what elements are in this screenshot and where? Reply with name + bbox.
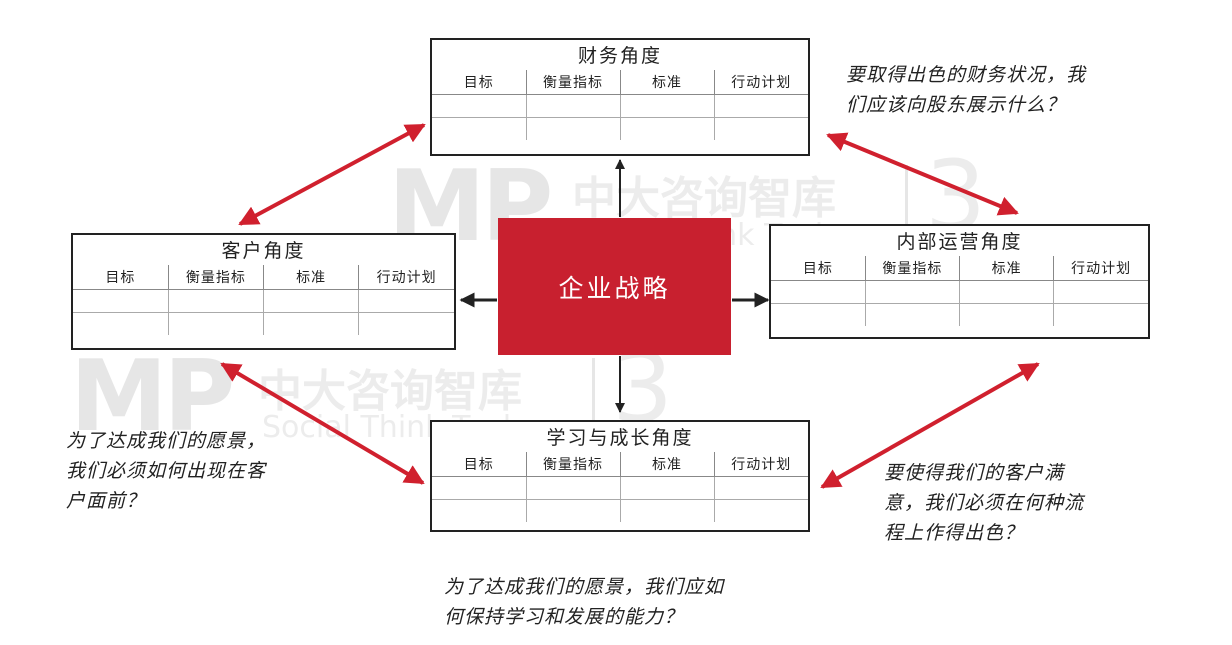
customer-cell [168,312,265,335]
internal-cell [771,303,866,326]
customer-col-measure: 衡量指标 [168,265,265,290]
internal-col-action: 行动计划 [1053,256,1148,281]
internal-cell [865,303,961,326]
customer-cell [359,313,454,336]
internal-cell [959,280,1055,304]
learning-cell [620,476,715,500]
learning-col-standard: 标准 [620,452,715,477]
internal-cell [1053,280,1148,304]
watermark-divider-lower [592,358,595,430]
learning-perspective-box: 学习与成长角度 目标 衡量指标 标准 行动计划 [430,420,810,532]
internal-col-goal: 目标 [771,256,866,281]
internal-cell [1054,304,1148,327]
internal-cell [771,280,866,304]
customer-cell [168,289,265,313]
arrow-finance-customer [238,123,426,226]
learning-cell [714,476,808,500]
finance-col-goal: 目标 [432,70,527,95]
finance-cell [714,118,808,141]
finance-box-title: 财务角度 [577,45,662,67]
learning-col-action: 行动计划 [714,452,808,477]
arrow-finance-internal [826,132,1019,216]
arrow-customer-learning [220,362,425,485]
learning-col-goal: 目标 [432,452,527,477]
finance-cell [432,117,527,140]
finance-cell [714,94,808,118]
learning-cell [526,499,621,522]
finance-perspective-box: 财务角度 目标 衡量指标 标准 行动计划 [430,38,810,156]
learning-col-measure: 衡量指标 [526,452,621,477]
internal-question: 要使得我们的客户满 意，我们必须在何种流 程上作得出色？ [884,462,1085,544]
internal-col-standard: 标准 [959,256,1055,281]
customer-col-action: 行动计划 [358,265,454,290]
customer-table: 目标 衡量指标 标准 行动计划 [73,265,454,335]
learning-cell [714,500,808,523]
watermark-company-upper: 中大咨询智库 [572,173,836,224]
customer-cell [73,312,169,335]
learning-cell [432,476,527,500]
internal-table: 目标 衡量指标 标准 行动计划 [771,256,1148,326]
customer-box-title: 客户角度 [221,240,306,262]
internal-box-title: 内部运营角度 [896,231,1023,253]
customer-cell [263,289,360,313]
learning-cell [620,499,715,522]
finance-cell [526,94,621,118]
internal-cell [865,280,961,304]
customer-col-goal: 目标 [73,265,169,290]
finance-col-measure: 衡量指标 [526,70,621,95]
learning-box-title: 学习与成长角度 [546,427,694,449]
learning-table: 目标 衡量指标 标准 行动计划 [432,452,808,522]
learning-question: 为了达成我们的愿景，我们应如 何保持学习和发展的能力？ [444,576,725,628]
finance-cell [526,117,621,140]
customer-cell [358,289,454,313]
watermark-logo-lower: MP [70,340,235,454]
finance-cell [432,94,527,118]
customer-question: 为了达成我们的愿景， 我们必须如何出现在客 户面前？ [66,430,267,512]
customer-cell [73,289,169,313]
enterprise-strategy-block: 企业战略 [498,218,731,355]
finance-table: 目标 衡量指标 标准 行动计划 [432,70,808,140]
customer-col-standard: 标准 [263,265,360,290]
learning-cell [432,499,527,522]
finance-question: 要取得出色的财务状况，我 们应该向股东展示什么？ [846,64,1087,116]
finance-cell [620,94,715,118]
customer-cell [263,312,360,335]
finance-col-action: 行动计划 [714,70,808,95]
internal-col-measure: 衡量指标 [865,256,961,281]
arrow-internal-learning [820,362,1040,489]
finance-cell [620,117,715,140]
internal-cell [959,303,1055,326]
customer-perspective-box: 客户角度 目标 衡量指标 标准 行动计划 [71,233,456,350]
internal-perspective-box: 内部运营角度 目标 衡量指标 标准 行动计划 [769,224,1150,339]
learning-cell [526,476,621,500]
finance-col-standard: 标准 [620,70,715,95]
